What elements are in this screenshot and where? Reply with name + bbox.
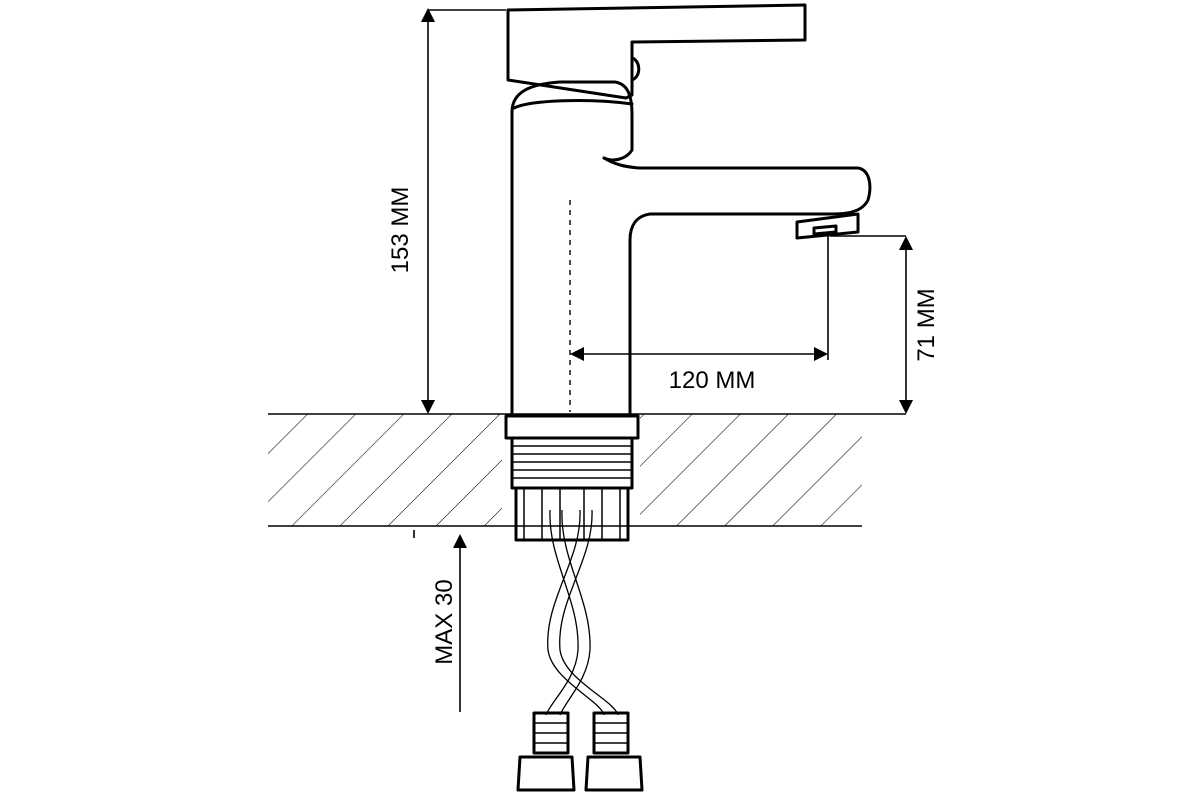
spout-reach-label: 120 MM (669, 367, 756, 394)
spout-height-label: 71 MM (913, 288, 940, 361)
dimension-countertop-max: MAX 30 (413, 530, 467, 712)
lever-handle (506, 3, 807, 100)
aerator (795, 212, 860, 240)
countertop-max-label: MAX 30 (431, 579, 458, 664)
mounting-shank (504, 414, 640, 542)
flexible-hoses (516, 509, 644, 792)
height-total-label: 153 MM (387, 187, 414, 274)
countertop (268, 413, 862, 527)
faucet-body (510, 80, 872, 416)
dimension-spout-reach: 120 MM (570, 236, 829, 394)
dimension-height-total: 153 MM (387, 8, 506, 414)
dimension-spout-height: 71 MM (830, 235, 940, 415)
